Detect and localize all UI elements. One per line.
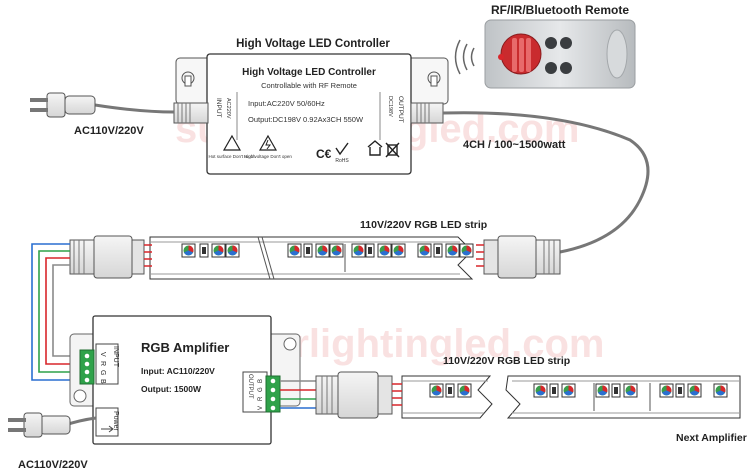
signal-waves-icon [454,39,475,75]
amplifier-title: RGB Amplifier [141,340,229,355]
rgb-led-chip [287,243,302,258]
next-amplifier-label: Next Amplifier [676,432,747,444]
ac-label-bottom: AC110V/220V [18,459,88,471]
warning-hot-text: Hot surface Don't touch [209,154,256,159]
controller-input-tag: INPUT [215,98,222,118]
amplifier-input-pin-label: G [99,370,106,375]
rf-remote [484,19,636,89]
amplifier-output-pins: V RGB [258,379,264,410]
rgb-led-chip [713,383,728,398]
resistor [549,383,559,398]
warning-voltage-text: High voltage Don't open [244,154,292,159]
rgb-led-chip [457,383,472,398]
amplifier-output-pin-label: V [258,406,264,410]
rgb-led-chip [687,383,702,398]
rgb-led-chip [377,243,392,258]
amplifier-box [69,315,301,445]
amplifier-input-terminal [79,349,95,385]
warning-icons [222,134,278,151]
controller-input-connector [94,102,209,124]
rgb-led-chip [429,383,444,398]
power-arrow-icon [101,425,114,433]
rgb-led-chip [659,383,674,398]
svg-text:C€: C€ [316,147,332,161]
amplifier-input-pin-label: B [99,379,106,384]
strip1-right-connector [483,235,561,279]
controller-output-tag-sub: DC198V [387,96,393,117]
resistor [199,243,209,258]
channel-note: 4CH / 100~1500watt [463,139,566,151]
strip1-left-connector [69,235,145,279]
amplifier-output-pin-label: G [258,387,264,392]
rohs-label: RoHS [335,158,349,164]
amplifier-output-pin-label: R [258,396,264,401]
amplifier-input: Input: AC110/220V [141,366,215,376]
strip1-pin-wires [144,244,484,267]
rgb-led-chip [561,383,576,398]
amplifier-output: Output: 1500W [141,384,202,394]
rgb-led-chip [315,243,330,258]
power-plug-icon-bottom [8,412,71,438]
rgb-led-chip [623,383,638,398]
resistor [303,243,313,258]
controller-input-tag-sub: AC220V [225,98,231,119]
strip2-connector [315,371,393,419]
resistor [445,383,455,398]
amplifier-input-tag: INPUT [112,346,119,368]
rgb-led-chip [351,243,366,258]
controller-box-title: High Voltage LED Controller [242,67,376,78]
controller-input-spec: Input:AC220V 50/60Hz [248,99,325,108]
resistor [433,243,443,258]
strip2-label: 110V/220V RGB LED strip [443,355,570,367]
rgb-led-chip [391,243,406,258]
remote-heading: RF/IR/Bluetooth Remote [491,3,629,17]
strip2-pin-wires [392,383,402,406]
controller-output-spec: Output:DC198V 0.92Ax3CH 550W [248,115,364,124]
rgb-led-chip [533,383,548,398]
strip1-leds [181,243,474,258]
power-plug-icon-top [30,92,96,118]
ac-label-top: AC110V/220V [74,125,144,137]
amplifier-input-pin-label: R [99,361,106,366]
rgb-led-chip [595,383,610,398]
resistor [675,383,685,398]
rgb-led-chip [459,243,474,258]
amplifier-input-pin-label: V [99,352,106,357]
amplifier-output-tag: OUTPUT [247,374,253,399]
strip1 [149,236,474,280]
amplifier-output-wires [280,380,316,409]
rgb-led-chip [181,243,196,258]
rgb-led-chip [211,243,226,258]
rgb-led-chip [445,243,460,258]
controller-output-connector [410,102,444,124]
amplifier-output-terminal [265,375,281,413]
amplifier-power-tag: Power [112,411,119,432]
resistor [365,243,375,258]
controller-box-subtitle: Controllable with RF Remote [261,81,357,90]
controller-heading: High Voltage LED Controller [236,38,390,50]
resistor [611,383,621,398]
certification-icons: C€ [316,140,400,161]
rgb-led-chip [225,243,240,258]
controller-output-tag: OUTPUT [397,96,404,123]
rgb-led-chip [417,243,432,258]
strip2-leds [429,383,728,398]
amplifier-output-pin-label: B [258,379,264,383]
output-cable [442,111,650,254]
strip1-label: 110V/220V RGB LED strip [360,219,487,231]
rgb-led-chip [329,243,344,258]
